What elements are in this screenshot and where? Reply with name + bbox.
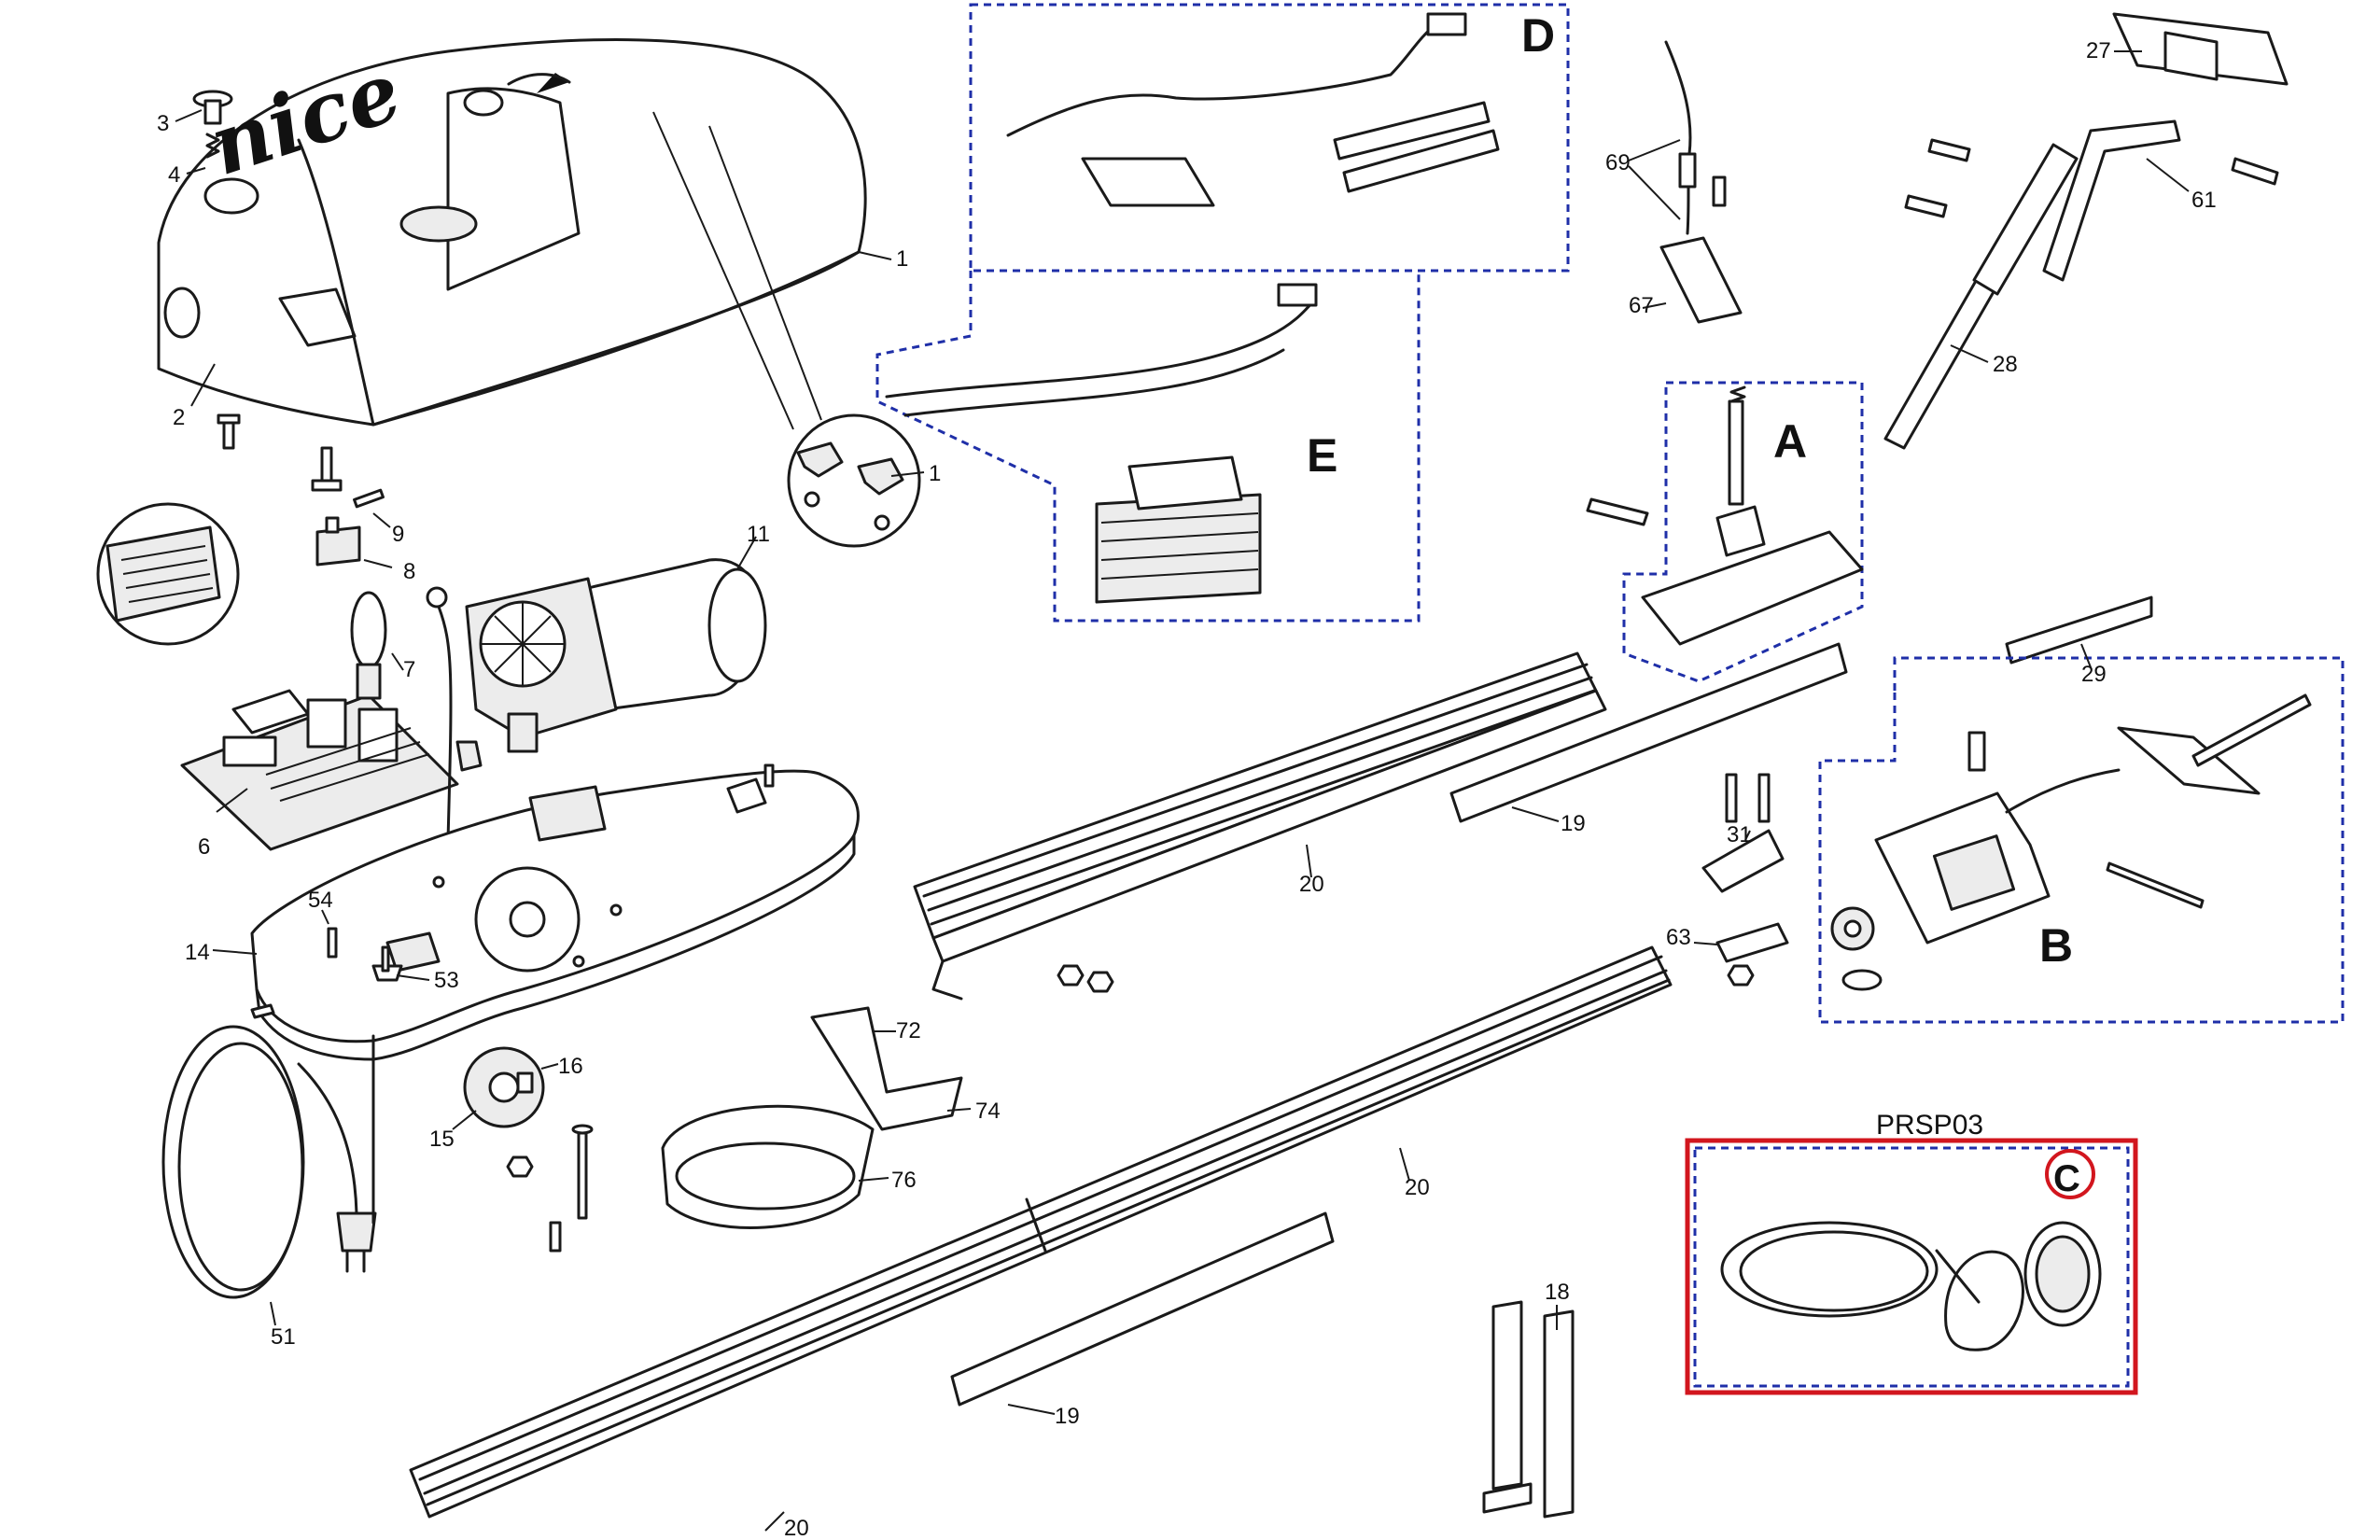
callout-8: 8 xyxy=(403,559,415,584)
callout-29: 29 xyxy=(2081,662,2107,687)
fuse-pin xyxy=(311,446,385,509)
callout-7: 7 xyxy=(403,657,415,682)
callout-63: 63 xyxy=(1666,925,1691,950)
callout-1-clip: 1 xyxy=(929,461,941,486)
group-e xyxy=(875,271,1421,623)
small-screw xyxy=(217,413,241,450)
group-b xyxy=(1818,656,2345,1024)
lower-bracket-plate xyxy=(950,1211,1335,1407)
group-d-letter: D xyxy=(1521,9,1555,62)
group-a xyxy=(1586,381,1864,683)
release-lever xyxy=(2005,595,2153,665)
idler-bracket xyxy=(1701,773,1785,893)
callout-54: 54 xyxy=(308,888,333,913)
callout-18: 18 xyxy=(1545,1280,1570,1305)
callout-31: 31 xyxy=(1727,822,1752,847)
group-b-letter: B xyxy=(2039,919,2073,972)
callout-15: 15 xyxy=(429,1127,455,1152)
spacer-plate xyxy=(1715,922,1789,987)
callout-72: 72 xyxy=(896,1018,921,1043)
ceiling-brackets xyxy=(1482,1300,1575,1519)
knob-part xyxy=(192,90,233,159)
light-bulb xyxy=(350,591,387,700)
callout-20-lower: 20 xyxy=(1405,1175,1430,1200)
clip-detail-inset xyxy=(652,111,921,548)
callout-69: 69 xyxy=(1605,150,1631,175)
upper-rail xyxy=(913,651,1607,1001)
group-d xyxy=(969,3,1570,273)
relay-block xyxy=(315,516,361,567)
callout-20-bottom: 20 xyxy=(784,1516,809,1540)
control-board xyxy=(180,689,459,851)
release-cable xyxy=(1659,40,1743,324)
callout-27: 27 xyxy=(2086,38,2111,63)
callout-19-upper: 19 xyxy=(1561,811,1586,836)
callout-2: 2 xyxy=(173,405,185,430)
kit-c-letter: C xyxy=(2053,1158,2080,1199)
callout-28: 28 xyxy=(1993,352,2018,377)
power-cord xyxy=(161,1003,377,1299)
leader-lines xyxy=(190,50,2190,1532)
callout-16: 16 xyxy=(558,1054,583,1079)
group-a-letter: A xyxy=(1773,415,1807,468)
callout-9: 9 xyxy=(392,522,404,547)
limit-switch-parts xyxy=(327,927,403,982)
hardware-bolts xyxy=(506,763,1114,1253)
callout-3: 3 xyxy=(157,111,169,136)
chain-guard xyxy=(661,1104,875,1229)
callout-76: 76 xyxy=(891,1168,917,1193)
group-e-letter: E xyxy=(1307,429,1337,482)
kit-code-label: PRSP03 xyxy=(1876,1110,1983,1141)
upper-bracket-plate xyxy=(1449,642,1848,823)
callout-14: 14 xyxy=(185,940,210,965)
control-board-inset xyxy=(96,502,240,646)
callout-6: 6 xyxy=(198,834,210,860)
support-bracket xyxy=(810,1006,963,1131)
lower-rail xyxy=(409,945,1673,1519)
callout-19-lower: 19 xyxy=(1055,1404,1080,1429)
wall-bracket xyxy=(1883,12,2289,450)
base-plate xyxy=(250,769,860,1061)
drive-sprocket xyxy=(463,1046,545,1128)
callout-67: 67 xyxy=(1629,293,1654,318)
motor-cover xyxy=(157,38,867,427)
callout-20-upper: 20 xyxy=(1299,872,1324,897)
callout-74: 74 xyxy=(975,1099,1001,1124)
callout-11: 11 xyxy=(747,522,770,547)
callout-51: 51 xyxy=(271,1324,296,1350)
callout-1-cover: 1 xyxy=(896,246,908,272)
callout-61: 61 xyxy=(2191,188,2217,213)
callout-53: 53 xyxy=(434,968,459,993)
callout-4: 4 xyxy=(168,162,180,188)
gear-motor xyxy=(426,558,767,842)
kit-c-box xyxy=(1685,1138,2138,1395)
